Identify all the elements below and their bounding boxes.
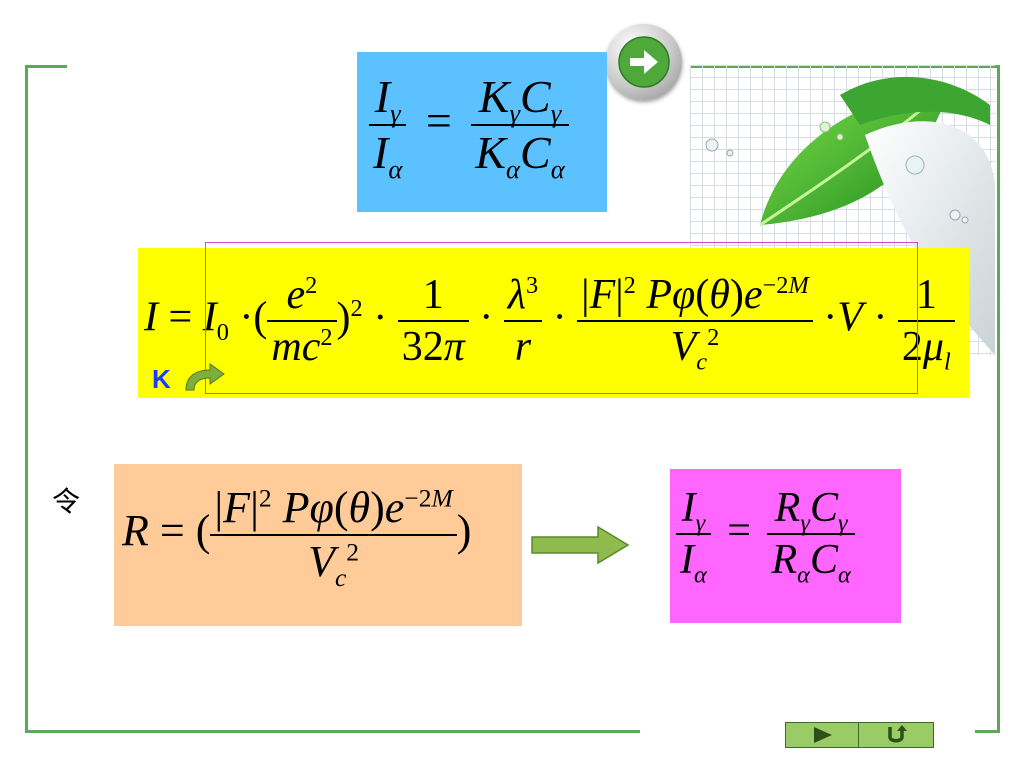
frame-right	[997, 65, 1000, 733]
return-button[interactable]	[858, 722, 934, 748]
frame-bottom-left	[25, 730, 640, 733]
play-icon	[814, 727, 832, 743]
arrow-right-icon	[531, 525, 630, 565]
frame-top-left	[25, 65, 67, 68]
let-label: 令	[52, 485, 81, 518]
play-button[interactable]	[785, 722, 861, 748]
curved-arrow-icon	[185, 363, 225, 391]
return-icon	[888, 725, 907, 743]
next-slide-button[interactable]	[606, 24, 682, 100]
frame-left	[25, 65, 28, 733]
highlight-outline	[205, 242, 918, 394]
arrow-right-icon	[618, 36, 670, 88]
k-label: K	[152, 364, 171, 394]
frame-bottom-right	[975, 730, 1000, 733]
